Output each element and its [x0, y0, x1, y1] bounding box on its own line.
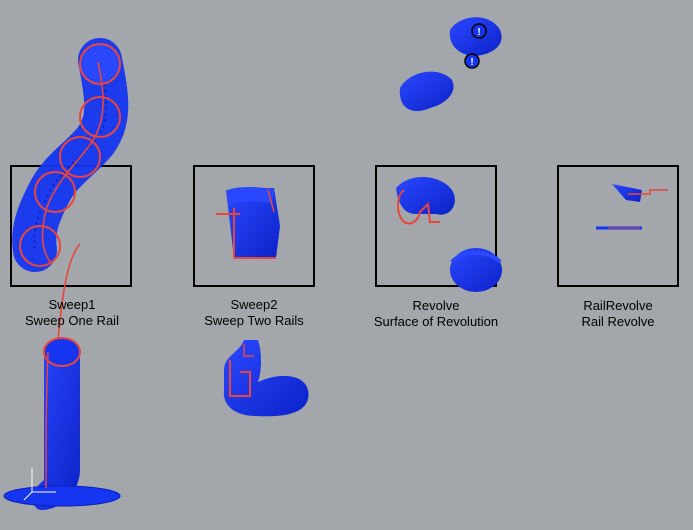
revolve-top-geometry[interactable]: ! ! [399, 17, 502, 112]
railrevolve-preview-geometry[interactable] [596, 184, 668, 230]
sweep2-lower-geometry[interactable] [223, 340, 309, 417]
sweep2-preview-geometry[interactable] [216, 187, 280, 259]
revolve-title: Revolve [412, 298, 460, 313]
svg-text:!: ! [470, 57, 473, 68]
sweep2-frame[interactable] [193, 165, 315, 287]
revolve-subtitle: Surface of Revolution [373, 314, 499, 329]
svg-text:!: ! [477, 27, 480, 38]
sweep1-title: Sweep1 [48, 297, 96, 312]
sweep2-title: Sweep2 [230, 297, 278, 312]
sweep1-preview-geometry[interactable] [12, 38, 129, 341]
railrevolve-subtitle: Rail Revolve [581, 314, 655, 329]
sweep1-subtitle: Sweep One Rail [25, 313, 119, 328]
railrevolve-title: RailRevolve [583, 298, 653, 313]
railrevolve-frame[interactable] [557, 165, 679, 287]
warning-marker-icon[interactable]: ! [464, 53, 480, 69]
warning-marker-icon[interactable]: ! [471, 23, 487, 39]
revolve-frame[interactable] [375, 165, 497, 287]
sweep1-pipe-geometry[interactable] [3, 337, 121, 510]
sweep2-subtitle: Sweep Two Rails [204, 313, 304, 328]
axis-triad-icon [23, 468, 56, 501]
revolve-preview-geometry[interactable] [396, 176, 502, 292]
